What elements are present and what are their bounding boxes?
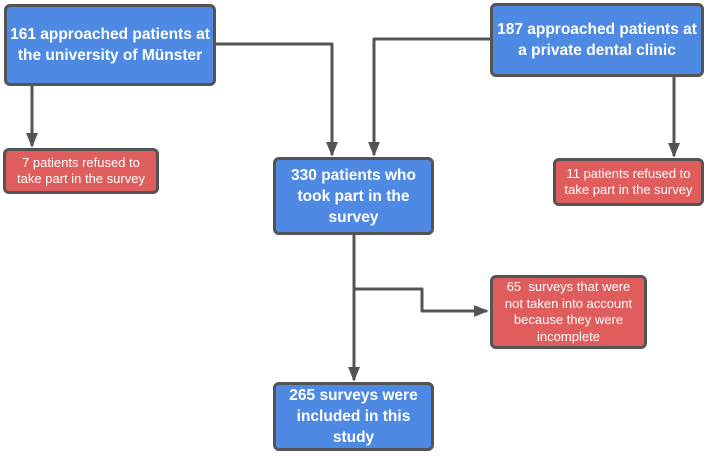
node-took-part-label: 330 patients who took part in the survey [291,166,416,226]
node-took-part: 330 patients who took part in the survey [273,157,434,235]
node-incomplete-surveys-label: 65 surveys that were not taken into acco… [504,279,633,344]
node-included-surveys-label: 265 surveys were included in this study [289,387,418,446]
node-refused-university-label: 7 patients refused to take part in the s… [17,154,145,187]
arrow-clinic-to-took-part [368,37,492,157]
node-approached-university-label: 161 approached patients at the universit… [10,26,210,64]
node-refused-clinic-label: 11 patients refused to take part in the … [564,165,693,198]
node-incomplete-surveys: 65 surveys that were not taken into acco… [490,275,647,349]
node-refused-clinic: 11 patients refused to take part in the … [553,158,704,206]
node-approached-clinic: 187 approached patients at a private den… [490,3,704,77]
node-included-surveys: 265 surveys were included in this study [273,382,434,451]
arrow-uni-to-took-part [214,42,338,157]
node-approached-university: 161 approached patients at the universit… [4,4,216,86]
arrow-took-part-to-incomplete [354,287,489,317]
node-approached-clinic-label: 187 approached patients at a private den… [497,21,697,59]
node-refused-university: 7 patients refused to take part in the s… [3,148,159,194]
